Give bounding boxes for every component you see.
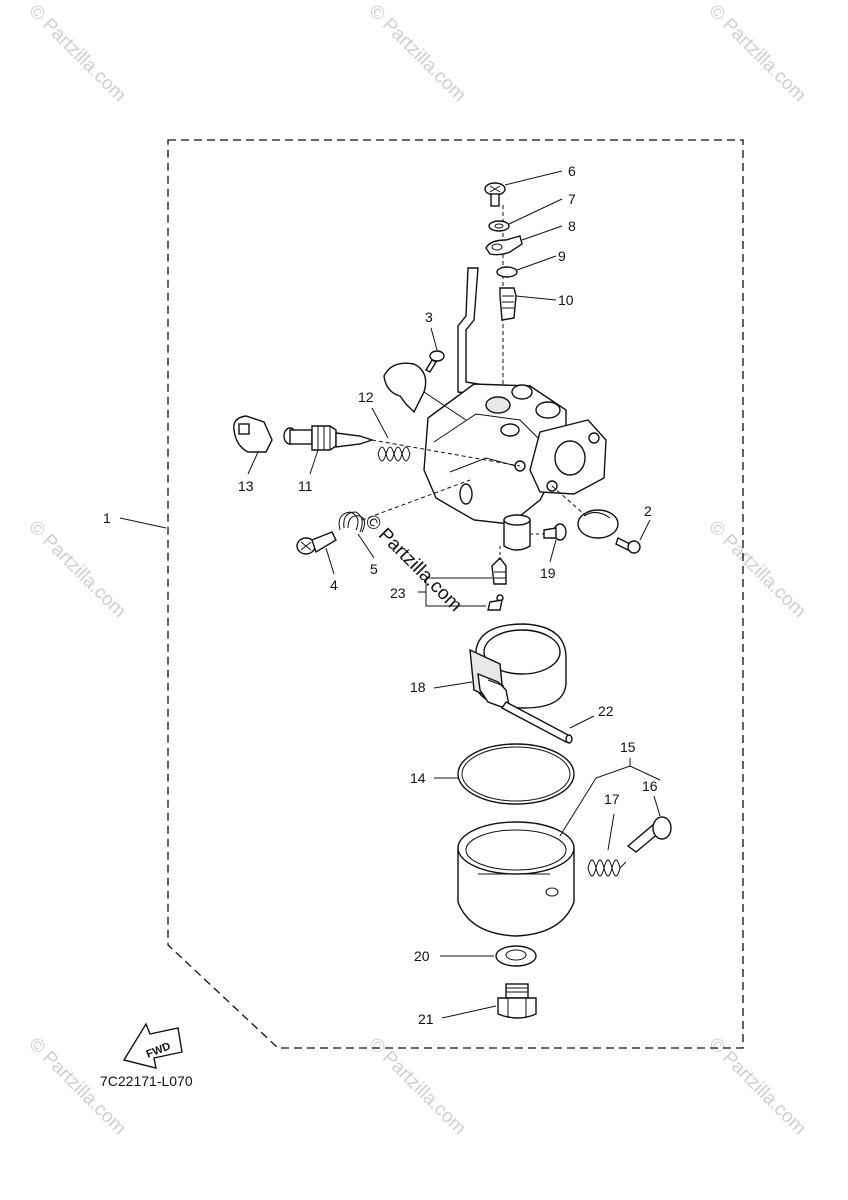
callout-16: 16 bbox=[642, 778, 658, 794]
part-10-jet bbox=[499, 287, 517, 321]
leader-13 bbox=[247, 451, 259, 475]
callout-20: 20 bbox=[414, 948, 430, 964]
part-5-spring bbox=[338, 511, 366, 533]
callout-4: 4 bbox=[330, 577, 338, 593]
callout-17: 17 bbox=[604, 791, 620, 807]
callout-23: 23 bbox=[390, 585, 406, 601]
leader-23 bbox=[418, 577, 492, 607]
leader-18 bbox=[433, 681, 473, 689]
part-23-jet bbox=[487, 556, 507, 611]
callout-13: 13 bbox=[238, 478, 254, 494]
part-20-washer bbox=[495, 945, 537, 967]
watermark: © Partzilla.com bbox=[704, 1, 809, 106]
part-21-drain-bolt bbox=[497, 983, 537, 1019]
part-9-o-ring bbox=[496, 266, 518, 278]
leader-17 bbox=[607, 813, 615, 851]
leader-8 bbox=[521, 225, 563, 241]
diagram-code: 7C22171-L070 bbox=[100, 1073, 193, 1089]
leader-1 bbox=[119, 517, 167, 529]
leader-3 bbox=[430, 327, 438, 351]
part-12-spring bbox=[377, 446, 411, 462]
part-15-float-bowl bbox=[457, 821, 575, 937]
leader-21 bbox=[441, 1005, 497, 1019]
part-13-cap bbox=[233, 415, 273, 453]
leader-6 bbox=[504, 170, 563, 186]
leader-5 bbox=[357, 533, 375, 559]
callout-6: 6 bbox=[568, 163, 576, 179]
leader-16 bbox=[653, 795, 661, 817]
part-3-screw bbox=[425, 350, 445, 373]
leader-4 bbox=[325, 547, 335, 575]
part-17-spring bbox=[587, 859, 627, 877]
watermark: © Partzilla.com bbox=[364, 1034, 469, 1139]
carburetor-body bbox=[423, 383, 607, 551]
watermark: © Partzilla.com bbox=[704, 1034, 809, 1139]
part-14-gasket bbox=[457, 743, 575, 805]
watermark: © Partzilla.com bbox=[24, 517, 129, 622]
leader-12 bbox=[371, 407, 389, 439]
leader-19 bbox=[549, 539, 557, 563]
callout-3: 3 bbox=[425, 309, 433, 325]
leader-2 bbox=[639, 519, 651, 541]
part-6-screw bbox=[484, 182, 506, 207]
choke-leader bbox=[423, 391, 467, 421]
callout-14: 14 bbox=[410, 770, 426, 786]
part-8-plate bbox=[485, 235, 523, 256]
throttle-lever bbox=[457, 267, 491, 397]
callout-2: 2 bbox=[644, 503, 652, 519]
callout-1: 1 bbox=[103, 510, 111, 526]
callout-21: 21 bbox=[418, 1011, 434, 1027]
callout-7: 7 bbox=[568, 191, 576, 207]
callout-10: 10 bbox=[558, 292, 574, 308]
callout-8: 8 bbox=[568, 218, 576, 234]
watermark: © Partzilla.com bbox=[704, 517, 809, 622]
leader-7 bbox=[508, 198, 563, 225]
leader-22 bbox=[569, 715, 595, 729]
leader-9 bbox=[516, 255, 557, 271]
part-16-screw bbox=[626, 816, 672, 853]
callout-9: 9 bbox=[558, 248, 566, 264]
plate-axis bbox=[551, 485, 587, 517]
callout-22: 22 bbox=[598, 703, 614, 719]
leader-10 bbox=[515, 295, 557, 301]
part-11-needle bbox=[283, 425, 375, 451]
callout-19: 19 bbox=[540, 565, 556, 581]
part-22-pin bbox=[500, 701, 573, 744]
callout-5: 5 bbox=[370, 561, 378, 577]
choke-plate bbox=[383, 362, 427, 414]
part-18-float bbox=[469, 623, 567, 712]
callout-11: 11 bbox=[298, 478, 313, 494]
spring-axis bbox=[361, 479, 471, 521]
part-19-screw bbox=[543, 523, 567, 541]
part-4-screw bbox=[296, 531, 337, 555]
part-7-washer bbox=[488, 220, 510, 232]
watermark: © Partzilla.com bbox=[364, 1, 469, 106]
callout-12: 12 bbox=[358, 389, 374, 405]
leader-11 bbox=[309, 449, 319, 475]
leader-15 bbox=[559, 758, 661, 837]
callout-18: 18 bbox=[410, 679, 426, 695]
watermark: © Partzilla.com bbox=[24, 1, 129, 106]
fwd-arrow-icon: FWD bbox=[122, 1022, 183, 1069]
callout-15: 15 bbox=[620, 739, 636, 755]
part-2-plate-and-screw bbox=[577, 509, 641, 554]
